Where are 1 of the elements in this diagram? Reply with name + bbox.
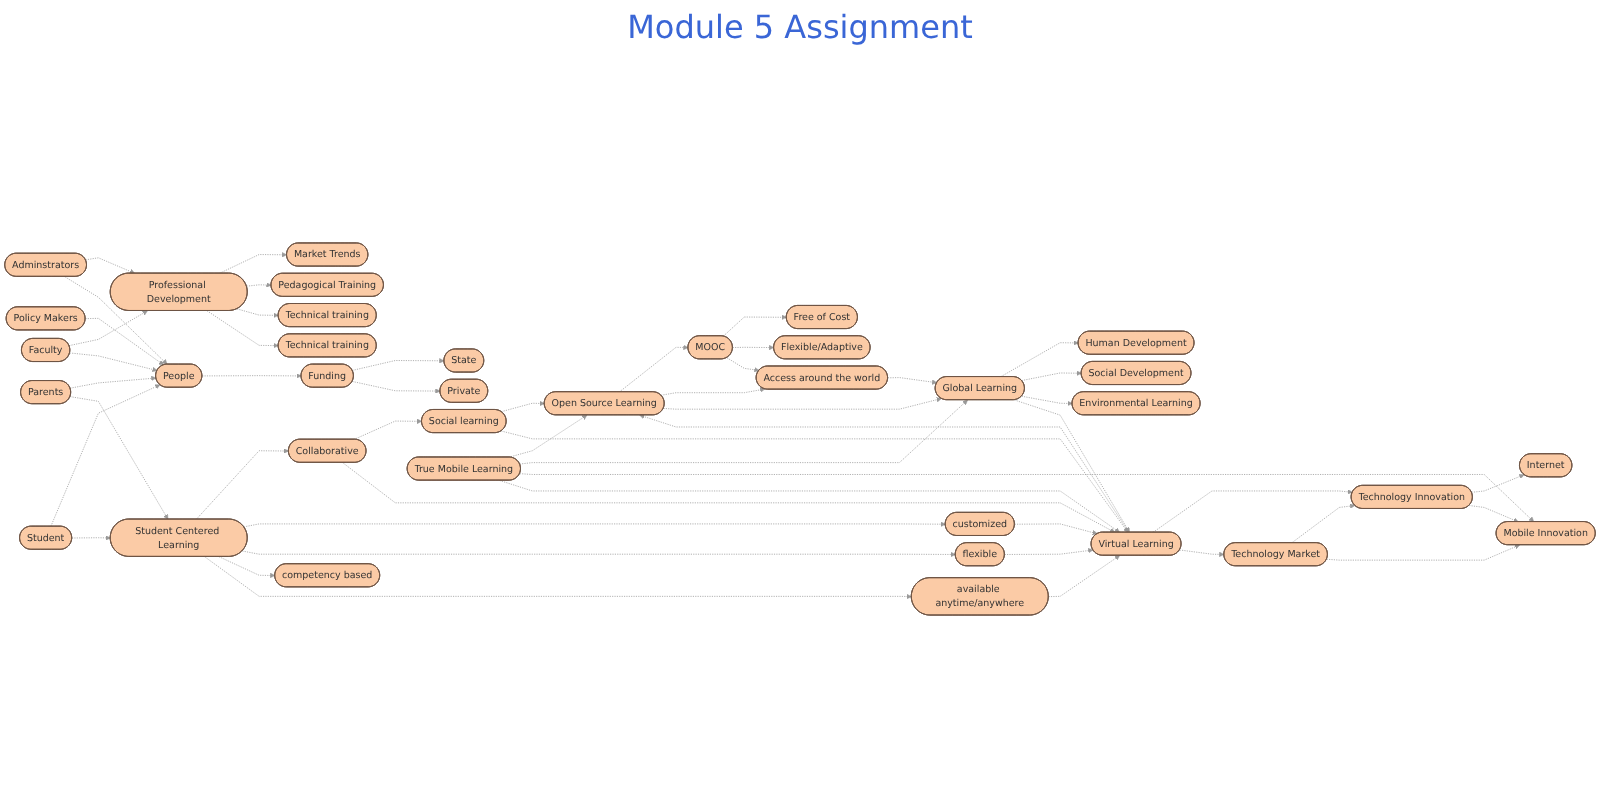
diagram-title: Module 5 Assignment bbox=[625, 8, 975, 46]
